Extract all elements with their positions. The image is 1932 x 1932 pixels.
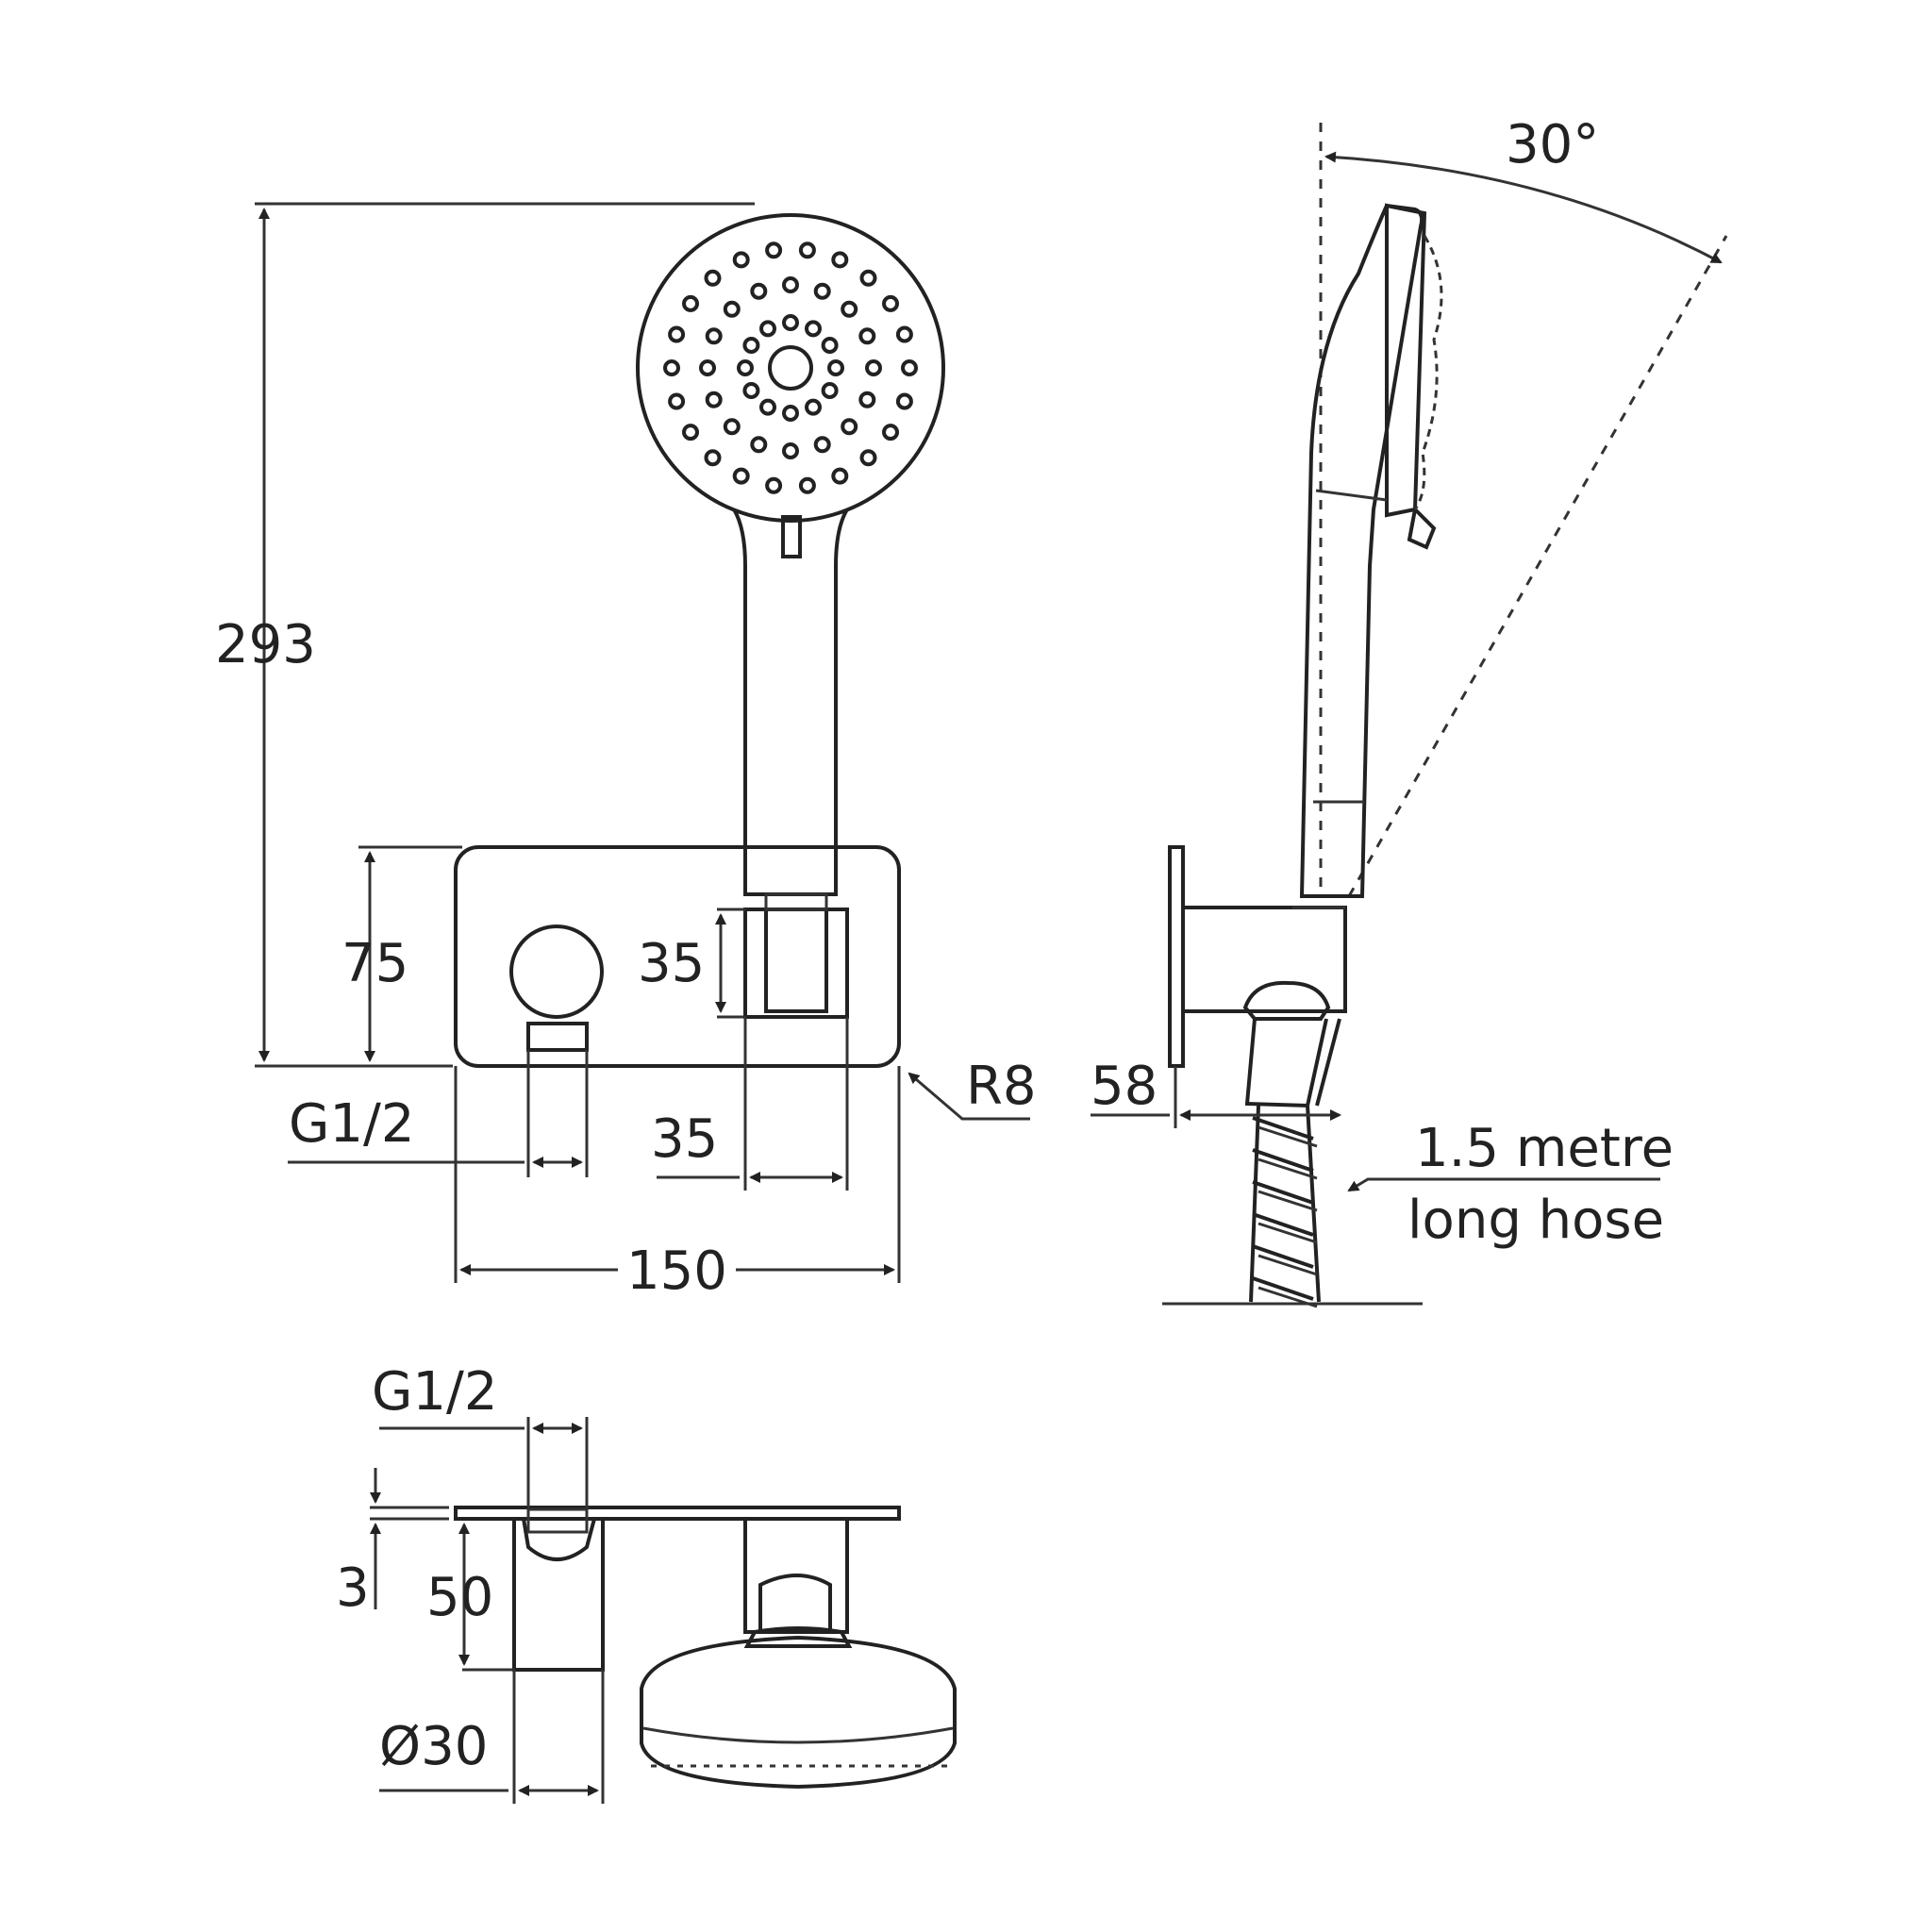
nozzle [841,300,858,318]
projection-label: 58 [1091,1056,1158,1117]
holder-height-label: 35 [638,933,705,994]
outlet-body-top [512,1517,605,1672]
nozzle [858,391,876,408]
hose-coil [1252,1244,1314,1269]
nozzle [805,398,822,416]
holder-cradle [743,908,849,1019]
hose-coil [1257,1125,1318,1148]
nozzle [759,320,776,338]
hose-coil [1252,1276,1314,1301]
nozzle-pattern [663,242,918,494]
nozzle [723,300,741,318]
angle-arc [1324,151,1723,264]
nozzle [865,359,882,376]
nozzle [737,359,754,376]
nozzle [821,337,839,354]
nozzle [782,276,799,293]
hose-coil [1252,1116,1314,1141]
hose-coil [1257,1254,1318,1276]
nozzle [765,242,783,259]
nozzle [682,424,699,441]
nozzle [895,325,913,343]
wall-plate [454,845,901,1068]
nozzle [895,392,913,410]
holder-inner [764,908,828,1013]
side-view [1091,123,1728,1308]
nozzle [705,391,723,408]
shower-head-icon [636,213,945,896]
nozzle [750,282,768,300]
nozzle [782,442,799,459]
nozzle [813,282,831,300]
hose-coil [1252,1180,1314,1205]
nozzle [782,405,799,422]
nozzle [765,476,783,494]
nozzle [759,398,776,416]
nozzle [798,242,816,259]
nozzle [682,294,699,312]
outlet-diameter-label: Ø30 [379,1716,488,1777]
nozzle [663,359,680,376]
nozzle [742,337,760,354]
hose-label-line1: 1.5 metre [1415,1118,1674,1179]
inlet-top-label: G1/2 [372,1361,498,1423]
handset-side [1299,203,1443,898]
angle-label: 30° [1506,114,1599,175]
nozzle [668,325,686,343]
height-total-label: 293 [215,614,316,675]
inlet-front-label: G1/2 [289,1093,415,1155]
nozzle [798,476,816,494]
nozzle [841,418,858,436]
hose [1249,1018,1341,1308]
hose-coil [1257,1222,1318,1244]
hose-coil [1252,1148,1314,1173]
corner-radius-label: R8 [966,1056,1037,1117]
nozzle [704,269,722,287]
nozzle [858,327,876,345]
nozzle [668,392,686,410]
nozzle [782,314,799,331]
outlet-thread [526,1022,589,1052]
hose-coil [1257,1190,1318,1212]
holder-width-label: 35 [651,1108,718,1170]
nozzle [805,320,822,338]
wall-outlet [509,924,604,1019]
nozzle [882,424,899,441]
nozzle [705,327,723,345]
holder-side [1181,906,1347,1013]
outlet-elbow [1242,980,1331,1021]
radius-leader [908,1072,1030,1121]
nozzle [732,467,750,485]
hose-coil [1252,1212,1314,1237]
nozzle [859,269,877,287]
wall-plate-side [1168,845,1185,1068]
nozzle [827,359,844,376]
nozzle [699,359,716,376]
plate-width-label: 150 [626,1241,727,1302]
plate-top [454,1506,901,1521]
hose-leader [1347,1177,1660,1192]
shower-head-top [640,1635,957,1790]
nozzle [831,251,849,269]
nozzle [831,467,849,485]
nozzle [723,418,741,436]
nozzle [732,251,750,269]
hose-label-line2: long hose [1407,1190,1664,1251]
outlet-length-label: 50 [426,1567,493,1628]
nozzle [813,436,831,454]
nozzle [704,449,722,467]
nozzle [742,382,760,399]
nozzle [859,449,877,467]
nozzle [882,294,899,312]
plate-thickness-label: 3 [336,1557,370,1619]
front-view [255,202,1030,1283]
angle-reference-line [1347,235,1728,897]
plate-height-label: 75 [341,933,408,994]
nozzle [750,436,768,454]
nozzle [901,359,918,376]
hose-coil [1257,1158,1318,1180]
top-view [370,1417,957,1804]
nozzle [821,382,839,399]
